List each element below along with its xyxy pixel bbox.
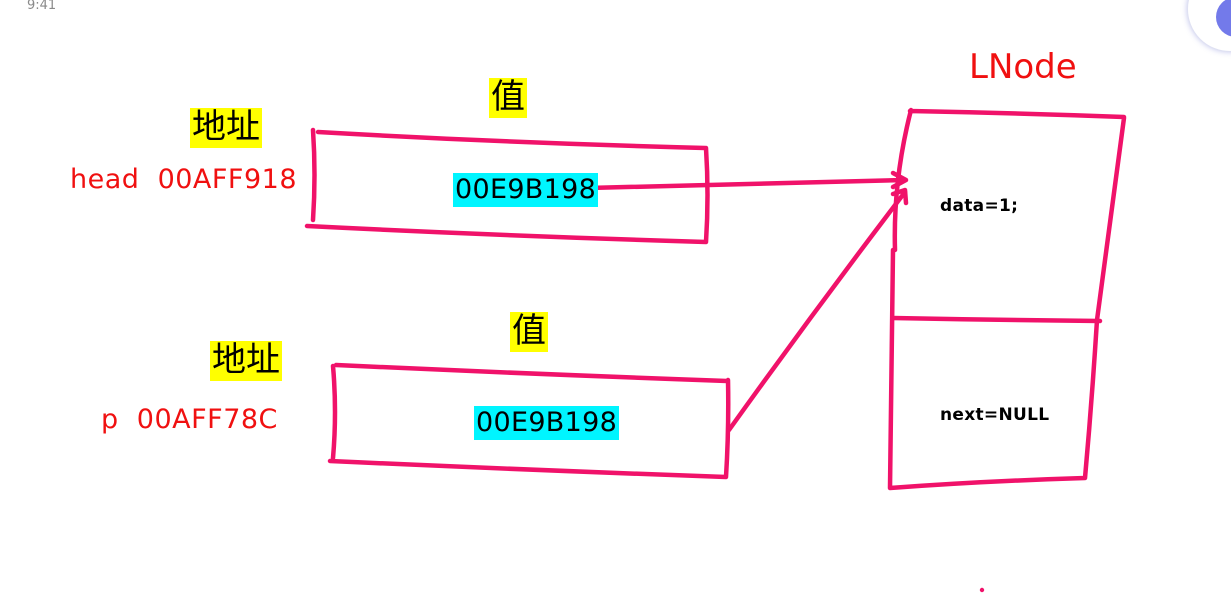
lnode-box bbox=[887, 107, 1127, 491]
arrow-head-to-node-tip bbox=[890, 170, 909, 190]
stray-dot bbox=[979, 587, 985, 593]
head-address-heading: 地址 bbox=[190, 107, 262, 148]
head-label: head 00AFF918 bbox=[70, 164, 297, 195]
arrow-p-to-node-tip bbox=[890, 187, 909, 206]
head-value: 00E9B198 bbox=[453, 173, 599, 207]
status-time: 9:41 bbox=[27, 0, 57, 13]
p-address-heading: 地址 bbox=[210, 340, 282, 381]
lnode-field-data: data=1; bbox=[940, 196, 1019, 216]
lnode-title: LNode bbox=[969, 47, 1077, 87]
head-value-heading: 值 bbox=[489, 77, 527, 118]
lnode-field-next: next=NULL bbox=[940, 405, 1050, 425]
arrow-head-to-node bbox=[585, 177, 908, 191]
p-value: 00E9B198 bbox=[474, 406, 620, 440]
lnode-divider bbox=[890, 315, 1103, 324]
arrow-p-to-node bbox=[726, 189, 908, 433]
p-value-heading: 值 bbox=[510, 311, 548, 352]
p-value-box bbox=[327, 362, 731, 480]
head-value-box bbox=[304, 127, 710, 245]
p-label: p 00AFF78C bbox=[101, 404, 278, 435]
